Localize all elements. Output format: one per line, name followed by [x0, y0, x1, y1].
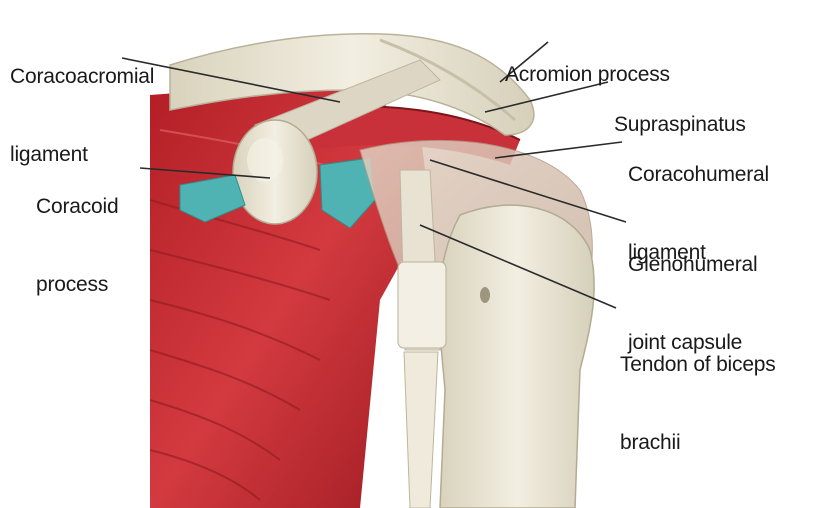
label-coracoid-line1: Coracoid: [36, 194, 118, 220]
label-glenohumeral-line1: Glenohumeral: [628, 252, 758, 278]
label-biceps-line2: brachii: [620, 430, 776, 456]
coracoid-process-shape: [233, 120, 317, 224]
humerus-bone: [439, 205, 594, 508]
label-coracoid-line2: process: [36, 272, 118, 298]
label-biceps-line1: Tendon of biceps: [620, 352, 776, 378]
label-coracoid-process: Coracoid process: [36, 142, 118, 350]
label-coracoacromial-line1: Coracoacromial: [10, 64, 154, 90]
label-coracohumeral-line1: Coracohumeral: [628, 162, 769, 188]
label-tendon-of-biceps-brachii: Tendon of biceps brachii: [620, 300, 776, 508]
